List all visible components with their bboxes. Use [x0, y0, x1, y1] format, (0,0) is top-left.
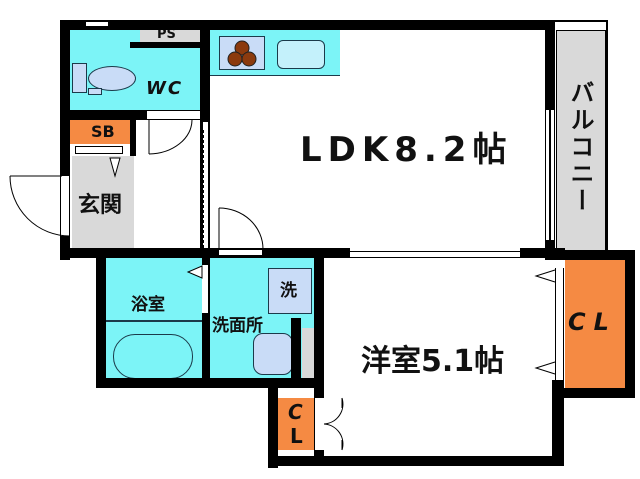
toilet-bowl — [88, 66, 136, 91]
shoe-box — [70, 120, 130, 144]
wc-window — [86, 20, 108, 28]
bathroom-label: 浴室 — [131, 295, 165, 315]
entrance-door-icon[interactable] — [9, 175, 71, 237]
ps-box — [140, 28, 200, 42]
wall — [520, 248, 565, 258]
closet-large-door[interactable] — [555, 268, 564, 380]
balcony — [556, 30, 606, 252]
closet-small-label-top: C — [288, 400, 303, 424]
wall-top — [60, 20, 554, 30]
wall — [291, 318, 301, 380]
wall — [555, 250, 635, 260]
toilet-paper — [88, 88, 102, 95]
wall — [106, 320, 202, 322]
ldk-label: LDK8.2帖 — [300, 130, 513, 170]
bath-door-arrow-icon — [186, 265, 203, 279]
washroom-shelf — [302, 328, 314, 378]
closet-small-label-bottom: L — [290, 424, 303, 448]
hallway-sliding-door[interactable] — [203, 130, 208, 248]
stove — [219, 36, 265, 70]
sb-door-arrow-icon — [109, 157, 121, 178]
ldk-door-swing-icon[interactable] — [218, 207, 268, 250]
wall — [60, 248, 350, 258]
bath-door[interactable] — [202, 265, 208, 313]
wall — [549, 110, 551, 240]
western-room-sliding-door[interactable] — [350, 251, 545, 258]
entrance-door-gap — [60, 176, 70, 236]
wall — [314, 258, 324, 458]
wall-left — [60, 20, 70, 260]
closet-small-door-swing-icon — [323, 397, 344, 451]
ldk-door — [218, 249, 263, 256]
wall — [208, 122, 210, 254]
closet-door-arrows-icon — [534, 269, 556, 375]
wall — [200, 122, 203, 254]
wall — [554, 20, 608, 22]
stove-burners-icon — [227, 40, 257, 67]
toilet-tank — [72, 63, 87, 93]
sb-door — [75, 146, 123, 154]
entrance — [72, 156, 134, 248]
wall — [625, 250, 635, 398]
wall — [320, 248, 330, 258]
wall — [552, 380, 564, 466]
wc-door — [146, 110, 202, 120]
sb-label: SB — [91, 122, 115, 141]
bathtub — [113, 334, 193, 379]
wall — [202, 258, 210, 378]
wall — [96, 378, 324, 388]
kitchen-sink — [277, 40, 325, 69]
washer-label: 洗 — [280, 281, 297, 301]
washing-machine — [268, 268, 312, 314]
closet-small — [278, 398, 314, 450]
wall — [130, 120, 136, 156]
closet-large — [565, 260, 625, 388]
western-room-label: 洋室5.1帖 — [361, 344, 505, 379]
closet-small-door[interactable] — [314, 398, 324, 450]
wall — [268, 456, 564, 466]
wall — [200, 20, 210, 122]
ldk-room — [210, 75, 545, 245]
washroom-label: 洗面所 — [212, 316, 263, 336]
wall — [96, 248, 106, 388]
western-room — [324, 258, 552, 458]
wash-basin — [253, 333, 293, 375]
wc-door-swing-icon[interactable] — [148, 119, 198, 160]
balcony-label: バルコニー — [566, 80, 594, 215]
hallway — [136, 120, 200, 250]
wall — [60, 110, 210, 120]
closet-large-label: CL — [568, 308, 617, 336]
wall — [268, 388, 278, 468]
entrance-label: 玄関 — [78, 193, 123, 218]
ps-label: PS — [157, 27, 176, 42]
wall — [130, 42, 202, 48]
wall — [606, 20, 608, 260]
wall — [210, 75, 340, 76]
wall — [552, 388, 635, 398]
wc-label: WC — [146, 78, 184, 99]
